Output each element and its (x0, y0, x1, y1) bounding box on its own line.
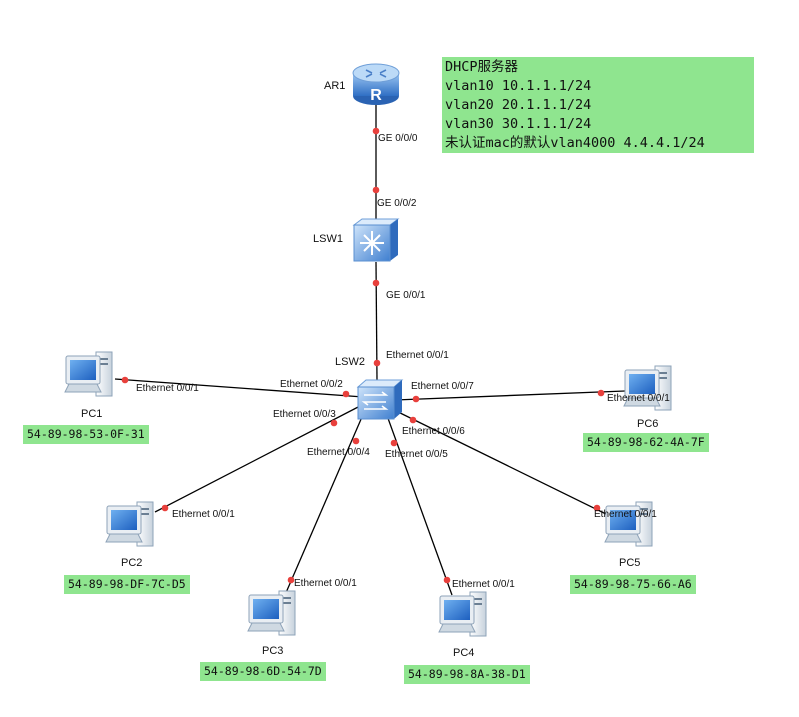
link-lsw2-pc3 (284, 409, 366, 596)
dhcp-note-line: vlan30 30.1.1.1/24 (445, 116, 592, 132)
pc1-label: PC1 (81, 408, 102, 420)
pc6-label: PC6 (637, 418, 658, 430)
port-label-lsw2-eth002: Ethernet 0/0/2 (280, 379, 343, 390)
pc-icon[interactable] (623, 365, 672, 411)
port-label-lsw2-eth004: Ethernet 0/0/4 (307, 447, 370, 458)
port-dot (330, 419, 338, 427)
dhcp-server-note: DHCP服务器 vlan10 10.1.1.1/24 vlan20 20.1.1… (442, 57, 754, 153)
port-label-pc4: Ethernet 0/0/1 (452, 579, 515, 590)
router-icon[interactable]: R (352, 63, 400, 105)
pc-icon[interactable] (64, 351, 113, 397)
pc-icon[interactable] (438, 591, 487, 637)
pc-icon[interactable] (105, 501, 154, 547)
port-label-lsw2-eth005: Ethernet 0/0/5 (385, 449, 448, 460)
port-label-lsw2-eth007: Ethernet 0/0/7 (411, 381, 474, 392)
port-label-lsw2-eth003: Ethernet 0/0/3 (273, 409, 336, 420)
pc4-label: PC4 (453, 647, 474, 659)
dhcp-note-title: DHCP服务器 (445, 59, 519, 75)
port-label-pc1: Ethernet 0/0/1 (136, 383, 199, 394)
port-dot (352, 437, 360, 445)
port-dot (597, 389, 605, 397)
port-dot (372, 127, 380, 135)
access-switch-label: LSW2 (335, 356, 365, 368)
link-lsw2-pc5 (389, 407, 609, 516)
port-dot (390, 439, 398, 447)
port-dot (412, 395, 420, 403)
port-dot (593, 504, 601, 512)
port-label-lsw2-eth006: Ethernet 0/0/6 (402, 426, 465, 437)
pc4-mac-label: 54-89-98-8A-38-D1 (404, 665, 530, 684)
port-label-lsw1-ge002: GE 0/0/2 (377, 198, 417, 209)
port-dot (372, 186, 380, 194)
link-lsw2-pc1 (114, 378, 378, 399)
port-dot (372, 279, 380, 287)
link-lsw2-pc4 (384, 409, 453, 596)
port-dot (409, 416, 417, 424)
port-label-ar1-ge000: GE 0/0/0 (378, 133, 418, 144)
port-dots (121, 127, 605, 584)
port-label-lsw2-eth001: Ethernet 0/0/1 (386, 350, 449, 361)
links (114, 95, 626, 596)
core-switch-label: LSW1 (313, 233, 343, 245)
port-label-pc2: Ethernet 0/0/1 (172, 509, 235, 520)
access-switch-icon[interactable] (356, 379, 404, 420)
dhcp-note-line: 未认证mac的默认vlan4000 4.4.4.1/24 (445, 135, 705, 151)
pc1-mac-label: 54-89-98-53-0F-31 (23, 425, 149, 444)
pc3-mac-label: 54-89-98-6D-54-7D (200, 662, 326, 681)
port-label-pc6: Ethernet 0/0/1 (607, 393, 670, 404)
pc2-mac-label: 54-89-98-DF-7C-D5 (64, 575, 190, 594)
router-label: AR1 (324, 80, 345, 92)
pc5-mac-label: 54-89-98-75-66-A6 (570, 575, 696, 594)
core-switch-icon[interactable] (352, 218, 400, 262)
dhcp-note-line: vlan20 20.1.1.1/24 (445, 97, 592, 113)
port-dot (287, 576, 295, 584)
port-label-lsw1-ge001: GE 0/0/1 (386, 290, 426, 301)
link-lsw2-pc2 (154, 404, 363, 513)
port-label-pc5: Ethernet 0/0/1 (594, 509, 657, 520)
pc-icon[interactable] (604, 501, 653, 547)
pc5-label: PC5 (619, 557, 640, 569)
svg-text:R: R (370, 87, 382, 104)
link-lsw2-pc6 (394, 390, 626, 401)
pc3-label: PC3 (262, 645, 283, 657)
port-label-pc3: Ethernet 0/0/1 (294, 578, 357, 589)
port-dot (443, 576, 451, 584)
port-dot (373, 359, 381, 367)
pc-icon[interactable] (247, 590, 296, 636)
pc2-label: PC2 (121, 557, 142, 569)
port-dot (342, 390, 350, 398)
port-dot (161, 504, 169, 512)
port-dot (121, 376, 129, 384)
pc6-mac-label: 54-89-98-62-4A-7F (583, 433, 709, 452)
dhcp-note-line: vlan10 10.1.1.1/24 (445, 78, 592, 94)
